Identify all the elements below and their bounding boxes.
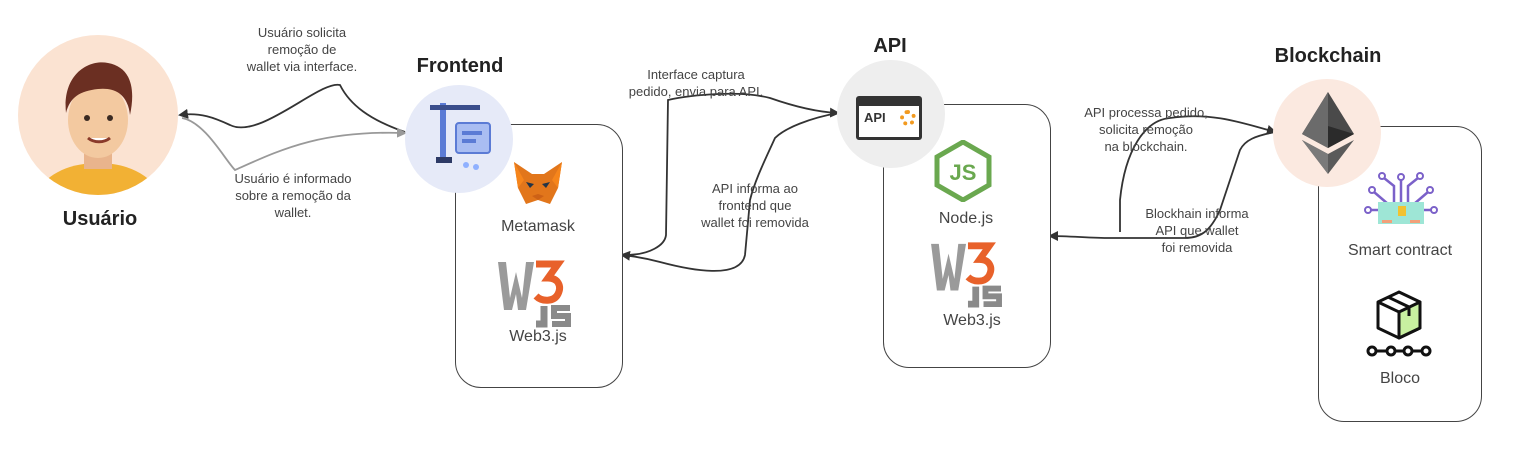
frontend-component-web3js: Web3.js <box>509 328 567 345</box>
user-avatar-icon <box>18 35 178 195</box>
api-window-icon: API <box>856 96 922 140</box>
block-cube-icon <box>1366 290 1432 357</box>
api-web3js-logo-icon <box>931 242 1002 308</box>
frontend-component-metamask: Metamask <box>501 218 575 235</box>
user-title: Usuário <box>62 208 138 230</box>
gear-icon <box>900 110 916 126</box>
edge-user-to-frontend <box>181 117 407 172</box>
api-component-nodejs: Node.js <box>938 210 994 227</box>
edge-chain-to-api <box>1048 131 1276 242</box>
blockchain-title: Blockchain <box>1274 45 1382 67</box>
api-component-web3js: Web3.js <box>943 312 1001 329</box>
edge-frontend-to-user <box>178 84 406 133</box>
user-node <box>18 35 178 195</box>
edge-label-user-request: Usuário solicita remoção de wallet via i… <box>246 25 358 74</box>
api-icon-text: API <box>864 110 886 125</box>
svg-text:JS: JS <box>950 160 977 185</box>
smart-contract-icon <box>1364 172 1438 224</box>
edge-api-to-frontend <box>620 112 839 272</box>
frontend-crane-icon <box>430 103 491 170</box>
edge-api-to-chain <box>1119 115 1277 232</box>
blockchain-component-bloco: Bloco <box>1379 370 1421 387</box>
web3js-logo-icon <box>498 260 571 328</box>
edge-label-user-informed: Usuário é informado sobre a remoção da w… <box>234 171 352 220</box>
nodejs-logo-icon: JS <box>934 140 992 202</box>
frontend-title: Frontend <box>416 55 504 77</box>
ethereum-icon <box>1302 92 1354 174</box>
edge-label-chain-to-api: Blockhain informa API que wallet foi rem… <box>1145 206 1249 255</box>
blockchain-component-smart-contract: Smart contract <box>1347 242 1453 259</box>
edge-label-api-to-frontend: API informa ao frontend que wallet foi r… <box>701 181 809 230</box>
edge-frontend-to-api-upper <box>624 92 840 256</box>
metamask-fox-icon <box>514 162 562 204</box>
edge-label-api-to-chain: API processa pedido, solicita remoção na… <box>1084 105 1208 154</box>
edge-label-frontend-to-api: Interface captura pedido, envia para API… <box>628 67 764 99</box>
api-title: API <box>873 35 907 57</box>
